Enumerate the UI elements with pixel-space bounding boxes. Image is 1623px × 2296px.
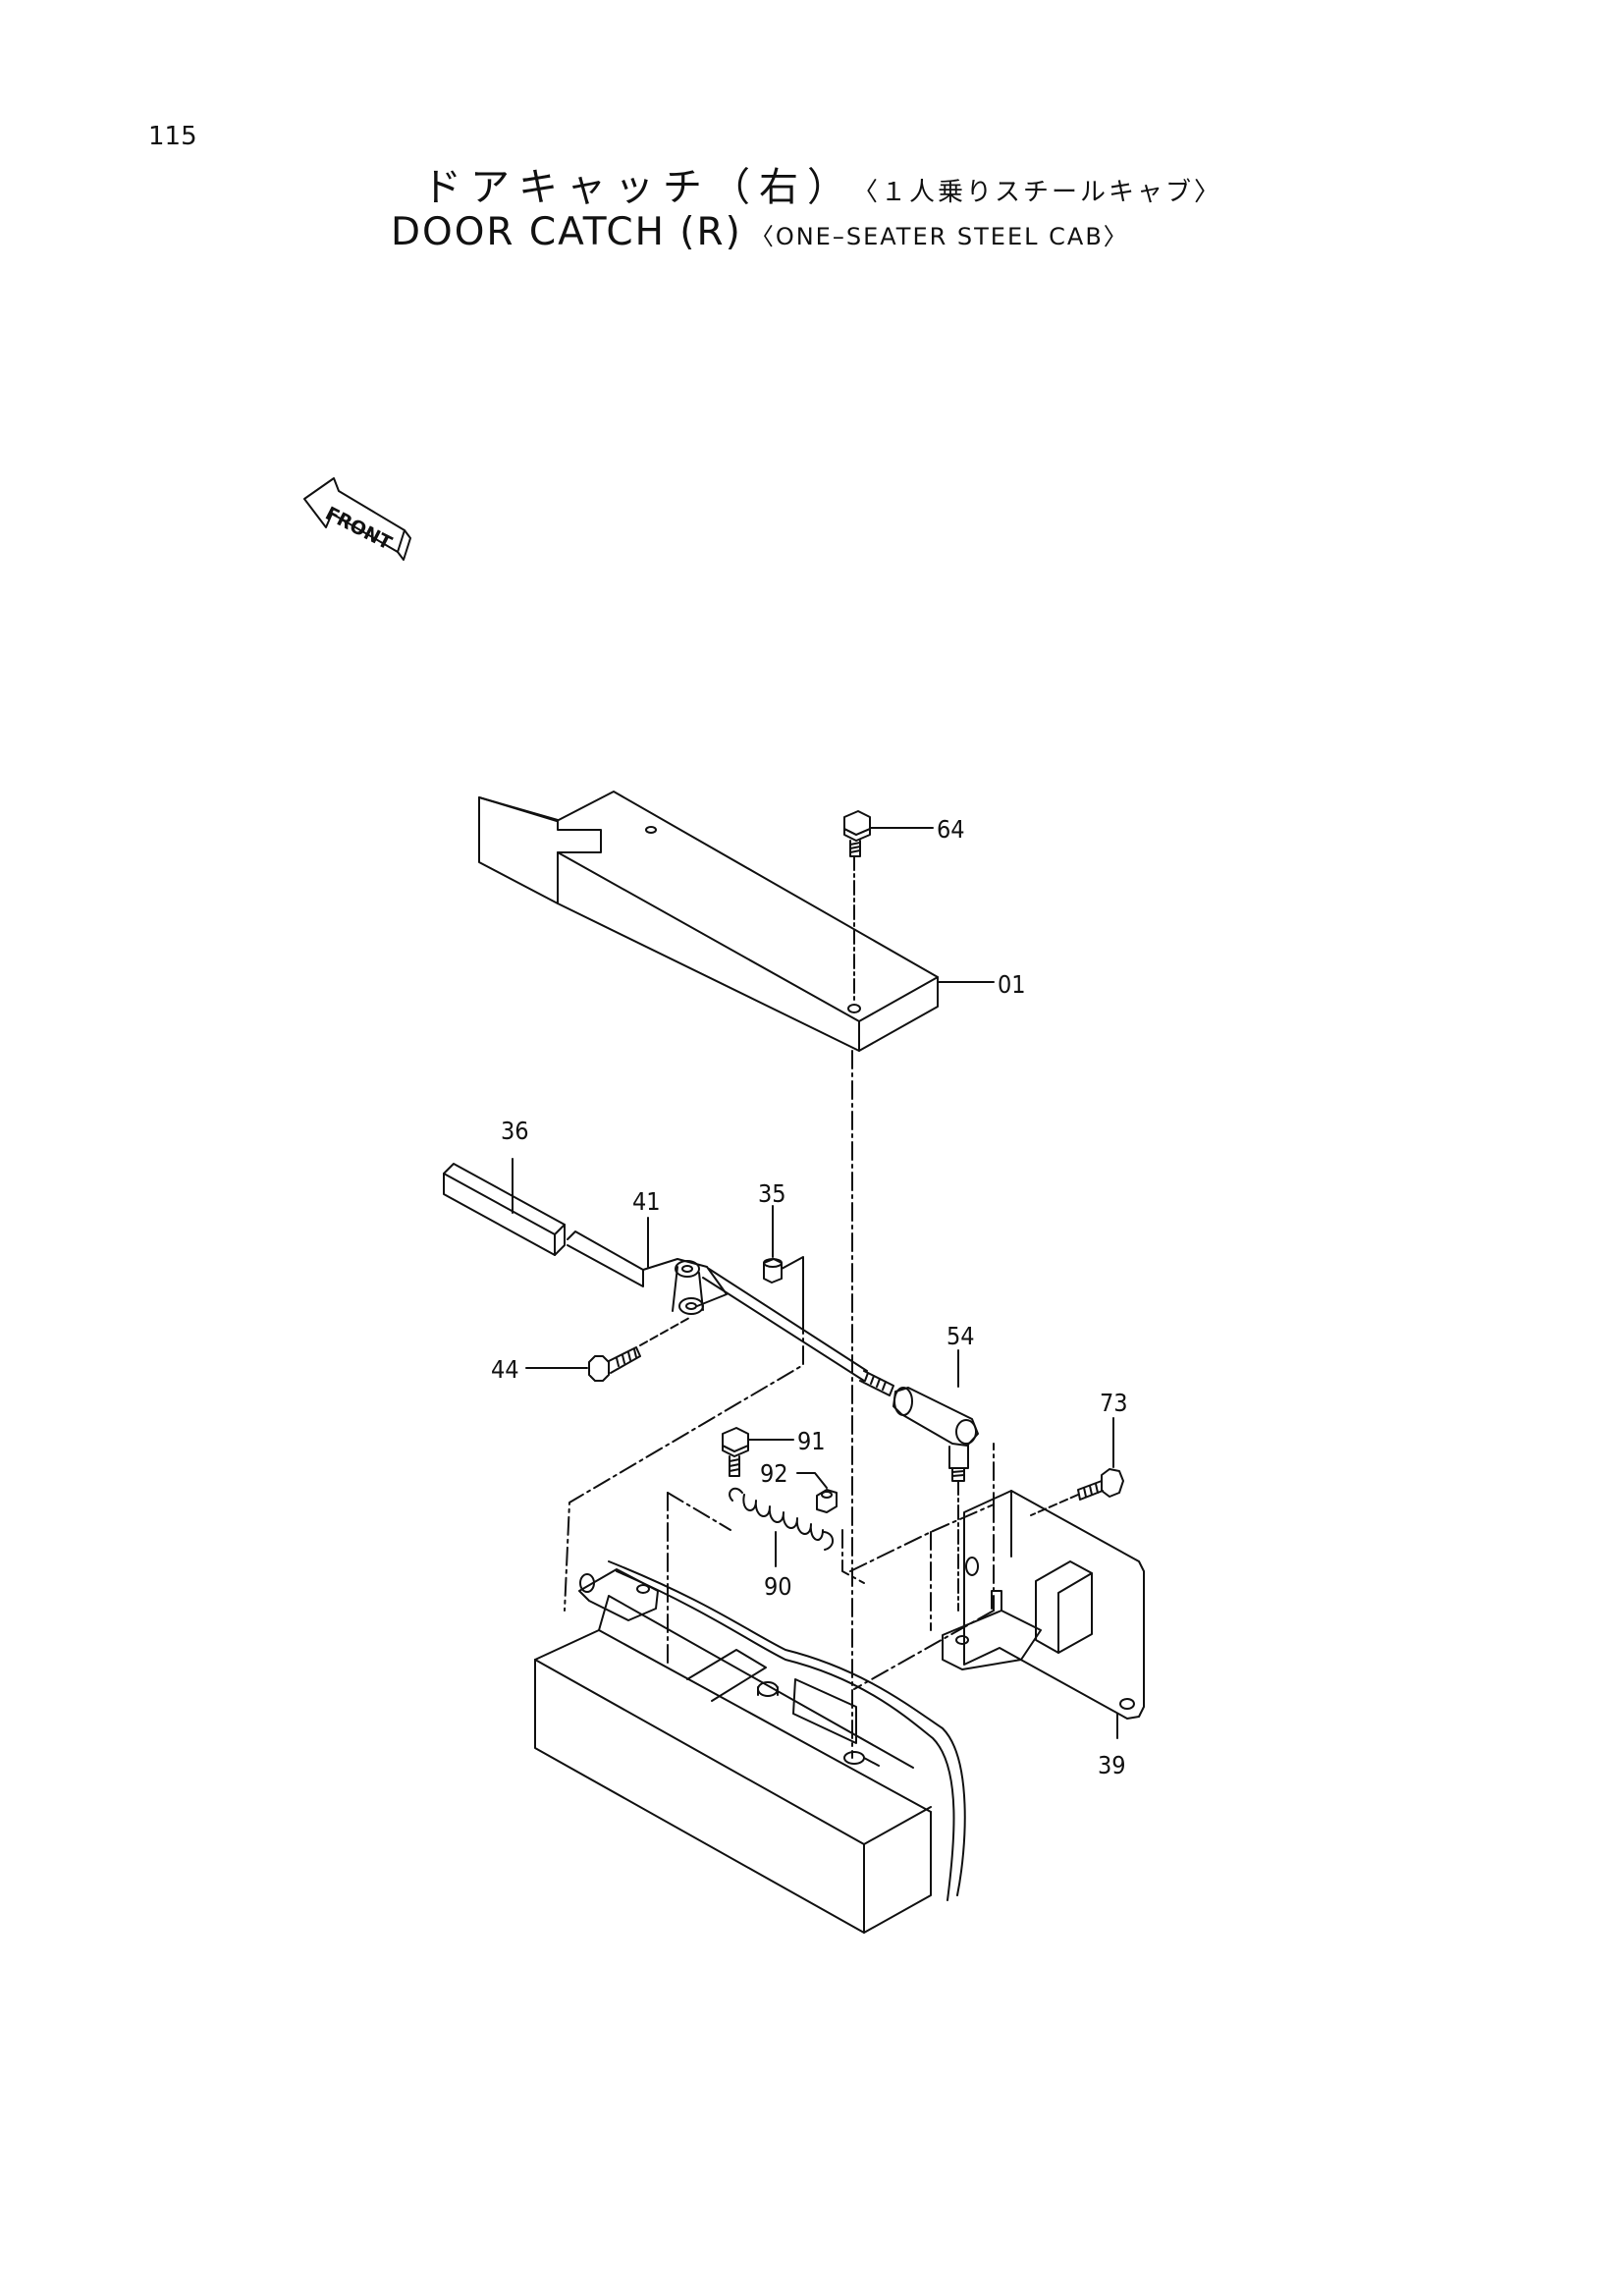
part-label-41: 41 bbox=[632, 1187, 661, 1216]
part-label-36: 36 bbox=[501, 1117, 529, 1145]
part-label-01: 01 bbox=[998, 970, 1026, 999]
front-marker-label: FRONT bbox=[322, 503, 396, 555]
bolt-part-73 bbox=[1030, 1417, 1124, 1516]
part-label-35: 35 bbox=[758, 1179, 786, 1208]
part-label-90: 90 bbox=[764, 1572, 792, 1601]
bolt-part-91 bbox=[722, 1427, 794, 1477]
latch-bracket-part-39 bbox=[942, 1490, 1145, 1739]
part-labels: 64 01 36 41 35 54 44 73 91 92 90 39 bbox=[491, 815, 1128, 1779]
nut-part-92 bbox=[796, 1472, 838, 1513]
assembly-guide-lines bbox=[564, 1315, 995, 1690]
ball-joint-part-54 bbox=[893, 1349, 979, 1612]
bracket-guide-line bbox=[781, 1256, 804, 1317]
title-jp-sub: 〈１人乗りスチールキャブ〉 bbox=[865, 178, 1223, 207]
bolt-part-44 bbox=[525, 1317, 690, 1382]
part-label-73: 73 bbox=[1100, 1389, 1128, 1417]
bushing-part-35 bbox=[763, 1205, 783, 1284]
title-en-main: DOOR CATCH (R) bbox=[391, 210, 742, 254]
part-label-44: 44 bbox=[491, 1355, 519, 1384]
part-label-92: 92 bbox=[760, 1459, 788, 1488]
cover-plate-part-01 bbox=[478, 791, 939, 1052]
spring-part-90 bbox=[729, 1487, 834, 1567]
front-arrow-icon: FRONT bbox=[303, 477, 411, 561]
title-en-sub: 〈ONE–SEATER STEEL CAB〉 bbox=[749, 223, 1129, 250]
title-english: DOOR CATCH (R) 〈ONE–SEATER STEEL CAB〉 bbox=[391, 210, 1129, 254]
end-cap-part-36 bbox=[443, 1158, 566, 1256]
part-label-39: 39 bbox=[1098, 1751, 1126, 1779]
part-label-64: 64 bbox=[937, 815, 965, 844]
rod-part-41 bbox=[567, 1217, 894, 1396]
part-label-91: 91 bbox=[797, 1427, 826, 1455]
title-japanese: ドアキャッチ（右） 〈１人乗りスチールキャブ〉 bbox=[422, 155, 1222, 212]
page-number: 115 bbox=[148, 122, 197, 151]
bolt-part-64 bbox=[843, 810, 934, 1003]
title-jp-main: ドアキャッチ（右） bbox=[422, 165, 855, 210]
part-label-54: 54 bbox=[947, 1322, 975, 1350]
lower-box-frame bbox=[534, 1560, 966, 1934]
